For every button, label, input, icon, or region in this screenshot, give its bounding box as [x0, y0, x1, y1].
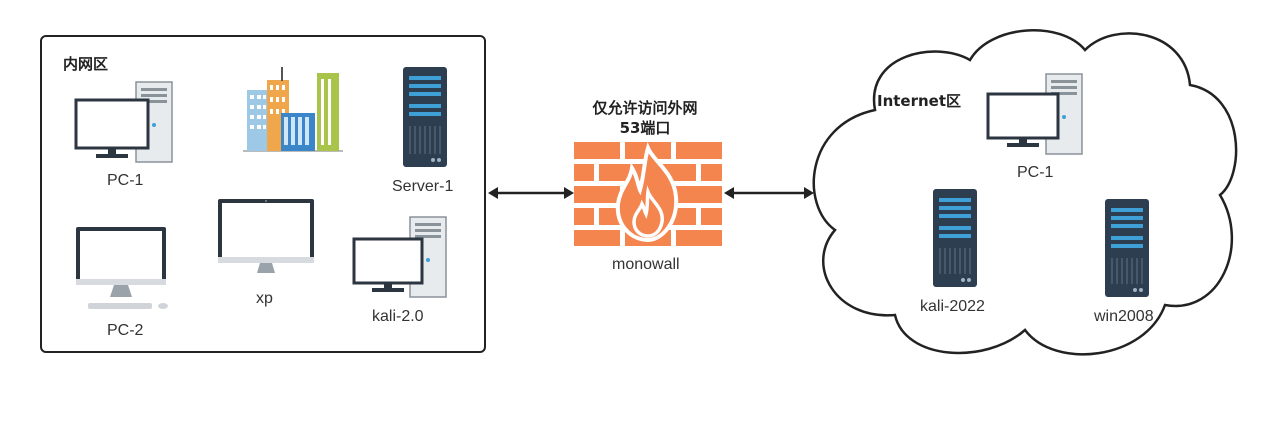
firewall-rule-line2: 53端口: [619, 119, 671, 137]
imac-pc-icon: [76, 227, 168, 309]
internet-zone-title: Internet区: [877, 92, 962, 110]
desktop-pc-icon: [74, 81, 173, 163]
bidirectional-arrow-icon: [488, 187, 574, 199]
buildings-icon: [243, 67, 343, 152]
node-label-kali2: kali-2.0: [372, 308, 424, 325]
desktop-pc-icon: [352, 216, 447, 298]
node-label-pc2: PC-2: [107, 322, 144, 339]
node-label-pc1: PC-1: [107, 172, 144, 189]
server-icon: [933, 189, 977, 287]
server-icon: [1105, 199, 1149, 297]
node-label-server1: Server-1: [392, 178, 454, 195]
imac-pc-icon: [218, 199, 314, 273]
firewall-label: monowall: [612, 256, 680, 273]
intranet-zone-title: 内网区: [63, 55, 109, 73]
node-label-xp: xp: [256, 290, 273, 307]
node-label-internet-pc1: PC-1: [1017, 164, 1054, 181]
firewall-icon: [574, 142, 722, 246]
node-label-kali2022: kali-2022: [920, 298, 985, 315]
desktop-pc-icon: [986, 73, 1083, 155]
node-label-win2008: win2008: [1094, 308, 1154, 325]
bidirectional-arrow-icon: [724, 187, 814, 199]
intranet-zone: [40, 35, 486, 353]
firewall-rule-line1: 仅允许访问外网: [592, 99, 698, 117]
server-icon: [403, 67, 447, 167]
internet-cloud: [812, 29, 1238, 356]
